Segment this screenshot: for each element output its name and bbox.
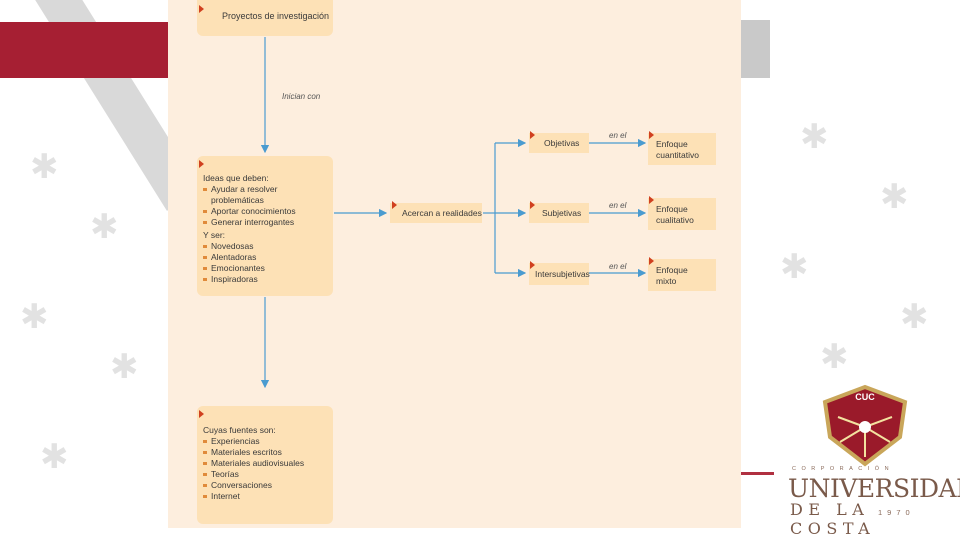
list-item: Materiales escritos [203, 447, 331, 458]
root-label: Proyectos de investigación [222, 11, 330, 21]
enfoque-label: Enfoque mixto [656, 265, 688, 286]
ideas-and-title: Y ser: [203, 230, 226, 240]
reality-node-intersubjetivas: Intersubjetivas [529, 261, 590, 285]
logo-name-line1: UNIVERSIDAD [788, 474, 960, 503]
list-item: Alentadoras [203, 252, 331, 263]
marker-icon [530, 261, 535, 269]
logo-corporation: CORPORACIÓN [792, 466, 895, 472]
logo-name-line2: DE LA COSTA [790, 500, 876, 538]
shield-icon: CUC [822, 384, 908, 467]
connector-label: en el [609, 131, 627, 140]
badge-text: CUC [855, 392, 875, 402]
marker-icon [530, 201, 535, 209]
marker-icon [649, 196, 654, 204]
list-item: Inspiradoras [203, 274, 331, 285]
reality-label: Intersubjetivas [535, 269, 590, 279]
enfoque-label: Enfoque cualitativo [656, 204, 694, 225]
marker-icon [199, 160, 204, 168]
marker-icon [649, 257, 654, 265]
ideas-node: Ideas que deben: Ayudar a resolver probl… [197, 156, 333, 296]
connector-arrows [260, 37, 647, 389]
star-icon: ✱ [820, 338, 849, 376]
reality-label: Subjetivas [542, 208, 582, 218]
list-item: Experiencias [203, 436, 331, 447]
marker-icon [199, 410, 204, 418]
star-icon: ✱ [880, 178, 909, 216]
marker-icon [530, 131, 535, 139]
star-icon: ✱ [30, 148, 59, 186]
list-item: Teorías [203, 469, 331, 480]
ideas-be-list: Novedosas Alentadoras Emocionantes Inspi… [203, 241, 331, 285]
enfoque-node-cuantitativo: Enfoque cuantitativo [648, 131, 716, 165]
reality-node-objetivas: Objetivas [529, 131, 589, 153]
list-item: Generar interrogantes [203, 217, 331, 228]
list-item: Materiales audiovisuales [203, 458, 331, 469]
root-node: Proyectos de investigación [197, 0, 333, 36]
reality-label: Objetivas [544, 138, 580, 148]
list-item: Conversaciones [203, 480, 331, 491]
connector-label: Inician con [282, 92, 321, 101]
enfoque-node-mixto: Enfoque mixto [648, 257, 716, 291]
fuentes-node: Cuyas fuentes son: Experiencias Material… [197, 406, 333, 524]
star-icon: ✱ [780, 248, 809, 286]
list-item: Ayudar a resolver problemáticas [203, 184, 331, 206]
header-band-red [0, 22, 180, 78]
star-icon: ✱ [800, 118, 829, 156]
marker-icon [649, 131, 654, 139]
star-icon: ✱ [900, 298, 929, 336]
list-item: Novedosas [203, 241, 331, 252]
list-item: Aportar conocimientos [203, 206, 331, 217]
enfoque-node-cualitativo: Enfoque cualitativo [648, 196, 716, 230]
list-item: Emocionantes [203, 263, 331, 274]
logo-year: 1970 [878, 508, 915, 517]
star-icon: ✱ [40, 438, 69, 476]
footer-accent-line [740, 472, 774, 475]
ideas-title: Ideas que deben: [203, 173, 269, 183]
fuentes-list: Experiencias Materiales escritos Materia… [203, 436, 331, 502]
connector-label: en el [609, 201, 627, 210]
fuentes-title: Cuyas fuentes son: [203, 425, 276, 435]
approach-node: Acercan a realidades [390, 201, 482, 223]
enfoque-label: Enfoque cuantitativo [656, 139, 699, 160]
star-icon: ✱ [20, 298, 49, 336]
marker-icon [199, 5, 204, 13]
ideas-must-list: Ayudar a resolver problemáticas Aportar … [203, 184, 331, 228]
approach-label: Acercan a realidades [402, 208, 482, 218]
reality-node-subjetivas: Subjetivas [529, 201, 589, 223]
marker-icon [392, 201, 397, 209]
list-item: Internet [203, 491, 331, 502]
diagram-panel: Proyectos de investigación Inician con I… [168, 0, 741, 528]
star-icon: ✱ [90, 208, 119, 246]
star-icon: ✱ [110, 348, 139, 386]
connector-label: en el [609, 262, 627, 271]
